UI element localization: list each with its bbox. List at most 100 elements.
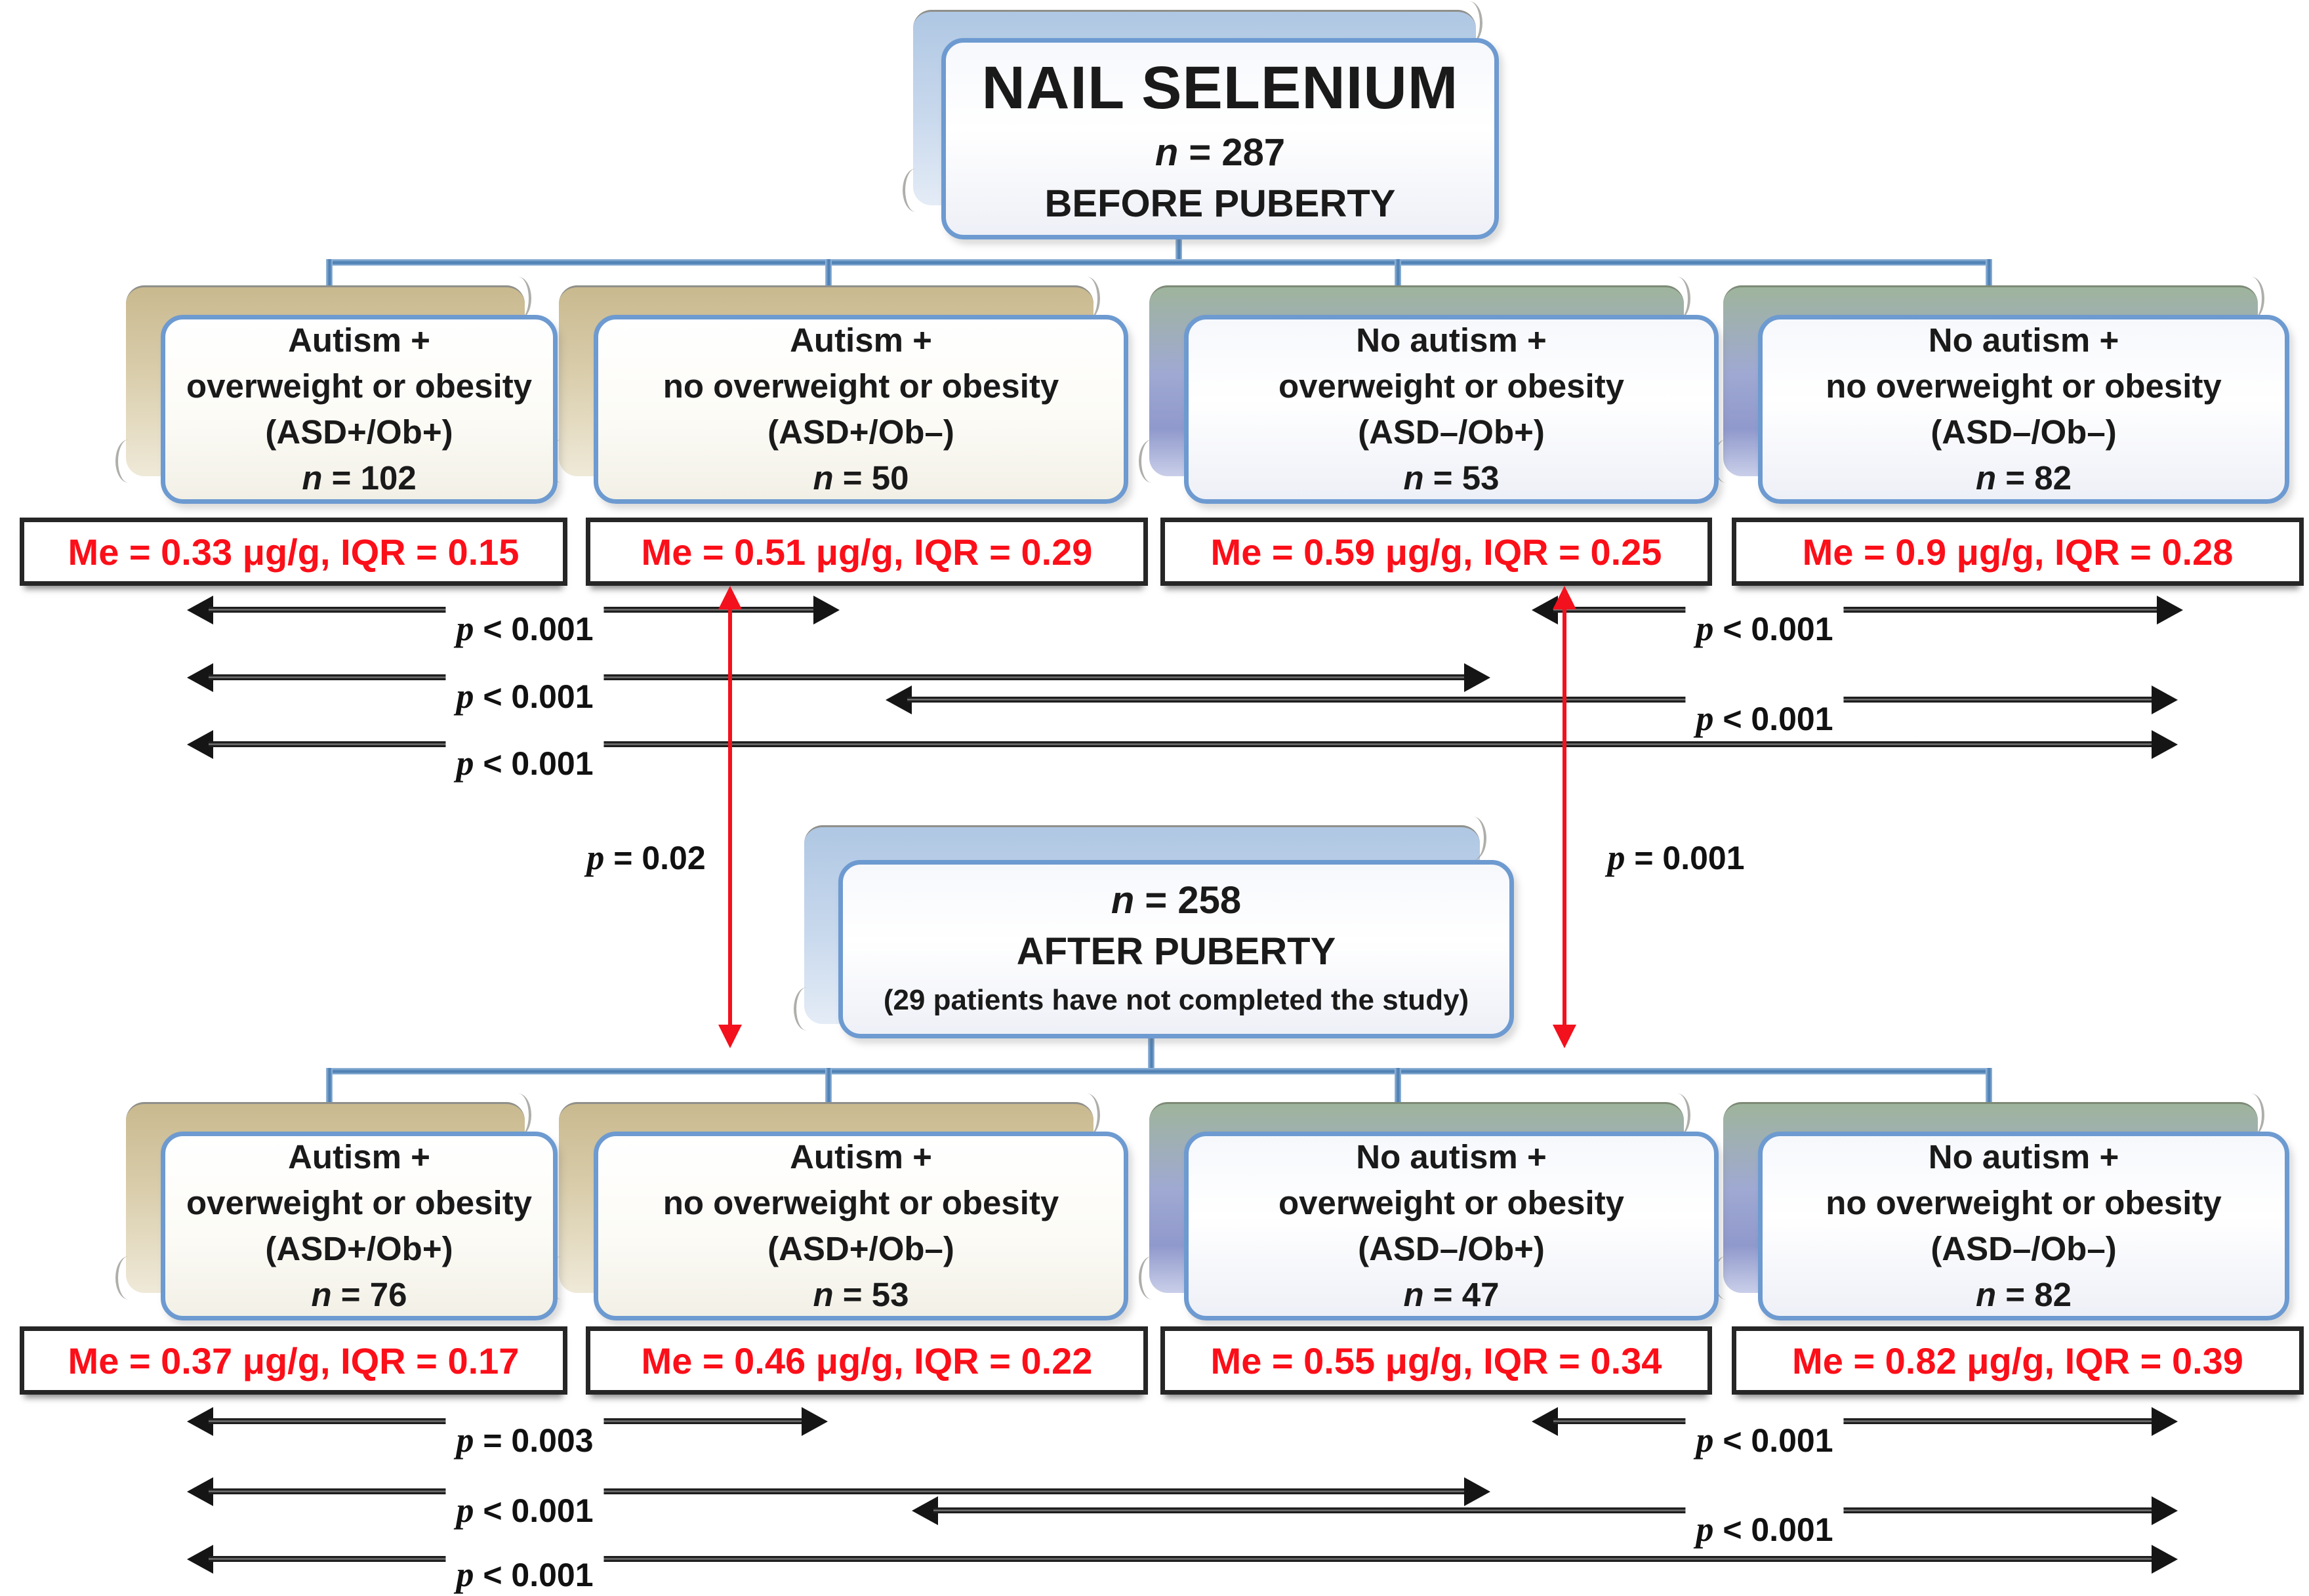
group-line: overweight or obesity [1278, 367, 1625, 405]
p-value-label: p < 0.001 [445, 674, 604, 718]
group-line: No autism + [1356, 1138, 1547, 1176]
connector-stub-before-1 [326, 259, 333, 291]
group-card-after-asd-ob-: No autism + no overweight or obesity (AS… [1758, 1132, 2289, 1320]
comparison-arrow-before-2v4 [907, 697, 2153, 703]
group-line: (ASD+/Ob+) [265, 413, 453, 451]
group-line: overweight or obesity [1278, 1184, 1625, 1221]
connector-stub-before-2 [825, 259, 832, 291]
p-value-label: p < 0.001 [1685, 1418, 1844, 1462]
arrow-head-right [2152, 730, 2178, 759]
median-box-after-4: Me = 0.82 μg/g, IQR = 0.39 [1732, 1326, 2304, 1395]
longitudinal-arrow-asd-ob+ [1563, 607, 1566, 1028]
p-value-label-longitudinal-left: p = 0.02 [586, 838, 706, 877]
connector-rail-after [326, 1068, 1992, 1074]
red-arrow-head-down [1553, 1025, 1576, 1048]
group-line: Autism + [288, 321, 430, 359]
group-line: No autism + [1356, 321, 1547, 359]
comparison-arrow-after-3v4 [1553, 1418, 2154, 1424]
group-line: (ASD+/Ob+) [265, 1230, 453, 1267]
red-arrow-head-up [718, 586, 742, 609]
connector-stub-after-4 [1986, 1068, 1992, 1104]
comparison-arrow-before-3v4 [1553, 607, 2158, 613]
p-value-label: p < 0.001 [1685, 607, 1844, 650]
p-value-label: p < 0.001 [1685, 1507, 1844, 1551]
arrow-head-right [2152, 1496, 2178, 1525]
group-line: no overweight or obesity [663, 367, 1059, 405]
arrow-head-right [2152, 685, 2178, 714]
median-box-before-2: Me = 0.51 μg/g, IQR = 0.29 [586, 518, 1148, 586]
arrow-head-right [1464, 663, 1490, 692]
group-line: (ASD–/Ob+) [1358, 413, 1545, 451]
arrow-head-right [1464, 1477, 1490, 1506]
group-line: Autism + [790, 321, 932, 359]
p-value-label: p < 0.001 [445, 1488, 604, 1532]
root-stage-before: BEFORE PUBERTY [1044, 182, 1396, 225]
group-line: (ASD+/Ob–) [767, 1230, 954, 1267]
group-n: n = 76 [311, 1276, 407, 1313]
group-line: overweight or obesity [186, 367, 533, 405]
group-line: no overweight or obesity [1826, 1184, 2222, 1221]
median-value: Me = 0.51 μg/g, IQR = 0.29 [641, 531, 1093, 573]
median-box-after-2: Me = 0.46 μg/g, IQR = 0.22 [586, 1326, 1148, 1395]
median-value: Me = 0.59 μg/g, IQR = 0.25 [1210, 531, 1662, 573]
connector-stub-after-1 [326, 1068, 333, 1104]
connector-root-stub-before [1175, 235, 1182, 265]
p-value-label: p < 0.001 [445, 1553, 604, 1596]
median-value: Me = 0.37 μg/g, IQR = 0.17 [68, 1340, 520, 1381]
longitudinal-arrow-asd+ob- [728, 607, 732, 1028]
comparison-arrow-after-1v3 [209, 1488, 1466, 1494]
median-value: Me = 0.9 μg/g, IQR = 0.28 [1802, 531, 2234, 573]
group-line: no overweight or obesity [663, 1184, 1059, 1221]
group-n: n = 102 [302, 459, 417, 497]
connector-stub-before-3 [1395, 259, 1401, 291]
group-line: overweight or obesity [186, 1184, 533, 1221]
arrow-head-right [802, 1407, 828, 1436]
root-card-after: n = 258 AFTER PUBERTY (29 patients have … [838, 860, 1514, 1038]
p-value-label: p < 0.001 [445, 741, 604, 785]
median-box-before-3: Me = 0.59 μg/g, IQR = 0.25 [1160, 518, 1712, 586]
p-value-label: p < 0.001 [1685, 697, 1844, 740]
group-n: n = 53 [1403, 459, 1500, 497]
group-n: n = 50 [813, 459, 909, 497]
group-card-after-asd-ob+: No autism + overweight or obesity (ASD–/… [1184, 1132, 1719, 1320]
group-n: n = 82 [1975, 1276, 2072, 1313]
red-arrow-head-up [1553, 586, 1576, 609]
root-stage-after: AFTER PUBERTY [1016, 930, 1336, 973]
comparison-arrow-before-1v3 [209, 674, 1466, 680]
connector-stub-before-4 [1986, 259, 1992, 291]
group-line: (ASD–/Ob+) [1358, 1230, 1545, 1267]
root-n-after: n = 258 [1111, 879, 1242, 922]
arrow-head-right [2152, 1545, 2178, 1574]
group-card-after-asd+ob-: Autism + no overweight or obesity (ASD+/… [594, 1132, 1128, 1320]
p-value-label-longitudinal-right: p = 0.001 [1607, 838, 1745, 877]
group-card-before-asd-ob-: No autism + no overweight or obesity (AS… [1758, 315, 2289, 504]
comparison-arrow-after-1v4 [209, 1556, 2153, 1562]
group-card-after-asd+ob+: Autism + overweight or obesity (ASD+/Ob+… [161, 1132, 558, 1320]
arrow-head-right [813, 596, 840, 624]
group-card-before-asd-ob+: No autism + overweight or obesity (ASD–/… [1184, 315, 1719, 504]
group-line: Autism + [790, 1138, 932, 1176]
comparison-arrow-before-1v4 [209, 741, 2153, 747]
root-n-before: n = 287 [1154, 131, 1286, 174]
median-box-before-1: Me = 0.33 μg/g, IQR = 0.15 [20, 518, 567, 586]
p-value-label: p = 0.003 [445, 1418, 604, 1462]
group-n: n = 82 [1975, 459, 2072, 497]
connector-stub-after-3 [1395, 1068, 1401, 1104]
comparison-arrow-after-2v4 [933, 1507, 2153, 1513]
connector-stub-after-2 [825, 1068, 832, 1104]
arrow-head-right [2152, 1407, 2178, 1436]
group-n: n = 53 [813, 1276, 909, 1313]
group-card-before-asd+ob-: Autism + no overweight or obesity (ASD+/… [594, 315, 1128, 504]
group-n: n = 47 [1403, 1276, 1500, 1313]
group-line: (ASD–/Ob–) [1931, 1230, 2117, 1267]
median-value: Me = 0.33 μg/g, IQR = 0.15 [68, 531, 520, 573]
p-value-label: p < 0.001 [445, 607, 604, 650]
median-value: Me = 0.55 μg/g, IQR = 0.34 [1210, 1340, 1662, 1381]
root-card-before: NAIL SELENIUM n = 287 BEFORE PUBERTY [941, 38, 1499, 239]
group-line: (ASD–/Ob–) [1931, 413, 2117, 451]
median-box-after-1: Me = 0.37 μg/g, IQR = 0.17 [20, 1326, 567, 1395]
group-line: (ASD+/Ob–) [767, 413, 954, 451]
median-box-before-4: Me = 0.9 μg/g, IQR = 0.28 [1732, 518, 2304, 586]
red-arrow-head-down [718, 1025, 742, 1048]
